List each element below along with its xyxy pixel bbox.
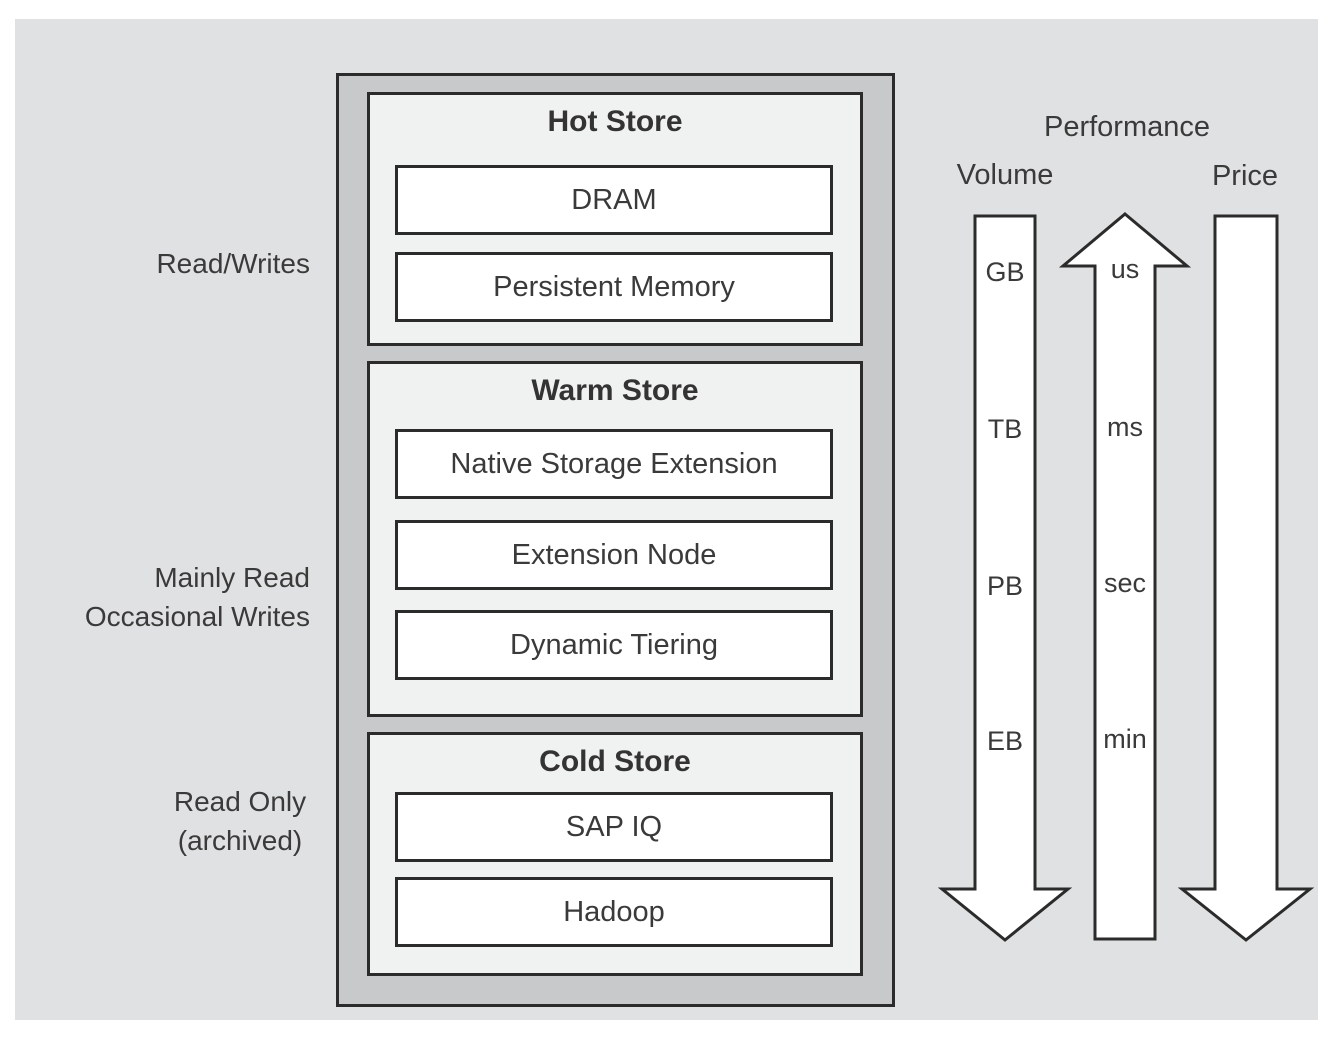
volume-heading: Volume: [956, 159, 1054, 191]
store-tiers-container: Hot Store DRAM Persistent Memory Warm St…: [336, 73, 895, 1007]
store-item-persistent-memory: Persistent Memory: [395, 252, 833, 322]
price-down-arrow-icon: [1177, 214, 1315, 942]
performance-heading: Performance: [1043, 111, 1210, 143]
access-label-line: Read/Writes: [156, 248, 310, 279]
access-label-line: Mainly Read: [154, 562, 310, 593]
cold-store-section: Cold Store SAP IQ Hadoop: [367, 732, 863, 976]
arrows-graphic: [937, 212, 1315, 942]
performance-scale-min: min: [1103, 724, 1147, 754]
store-item-dynamic-tiering: Dynamic Tiering: [395, 610, 833, 680]
price-heading: Price: [1211, 160, 1279, 192]
access-label-line: (archived): [177, 825, 303, 856]
volume-scale-eb: EB: [986, 726, 1024, 756]
store-item-native-storage-extension: Native Storage Extension: [395, 429, 833, 499]
volume-down-arrow-icon: [937, 214, 1073, 942]
access-label-read-only: Read Only (archived): [165, 782, 315, 860]
warm-store-section: Warm Store Native Storage Extension Exte…: [367, 361, 863, 717]
performance-scale-sec: sec: [1103, 568, 1147, 598]
volume-scale-gb: GB: [985, 257, 1025, 287]
performance-up-arrow-icon: [1058, 212, 1192, 941]
volume-scale-tb: TB: [987, 414, 1023, 444]
store-item-dram: DRAM: [395, 165, 833, 235]
store-item-hadoop: Hadoop: [395, 877, 833, 947]
hot-store-title: Hot Store: [547, 105, 683, 138]
cold-store-title: Cold Store: [539, 745, 691, 778]
performance-scale-ms: ms: [1107, 412, 1143, 442]
access-label-line: Occasional Writes: [84, 601, 310, 632]
store-item-extension-node: Extension Node: [395, 520, 833, 590]
diagram-panel: Read/Writes Mainly Read Occasional Write…: [15, 19, 1318, 1020]
hot-store-section: Hot Store DRAM Persistent Memory: [367, 92, 863, 346]
store-item-sap-iq: SAP IQ: [395, 792, 833, 862]
performance-scale-us: us: [1110, 254, 1140, 284]
access-label-line: Read Only: [173, 786, 307, 817]
access-label-mainly-read: Mainly Read Occasional Writes: [55, 558, 310, 636]
warm-store-title: Warm Store: [531, 374, 699, 407]
access-label-read-writes: Read/Writes: [55, 244, 310, 283]
volume-scale-pb: PB: [986, 571, 1024, 601]
